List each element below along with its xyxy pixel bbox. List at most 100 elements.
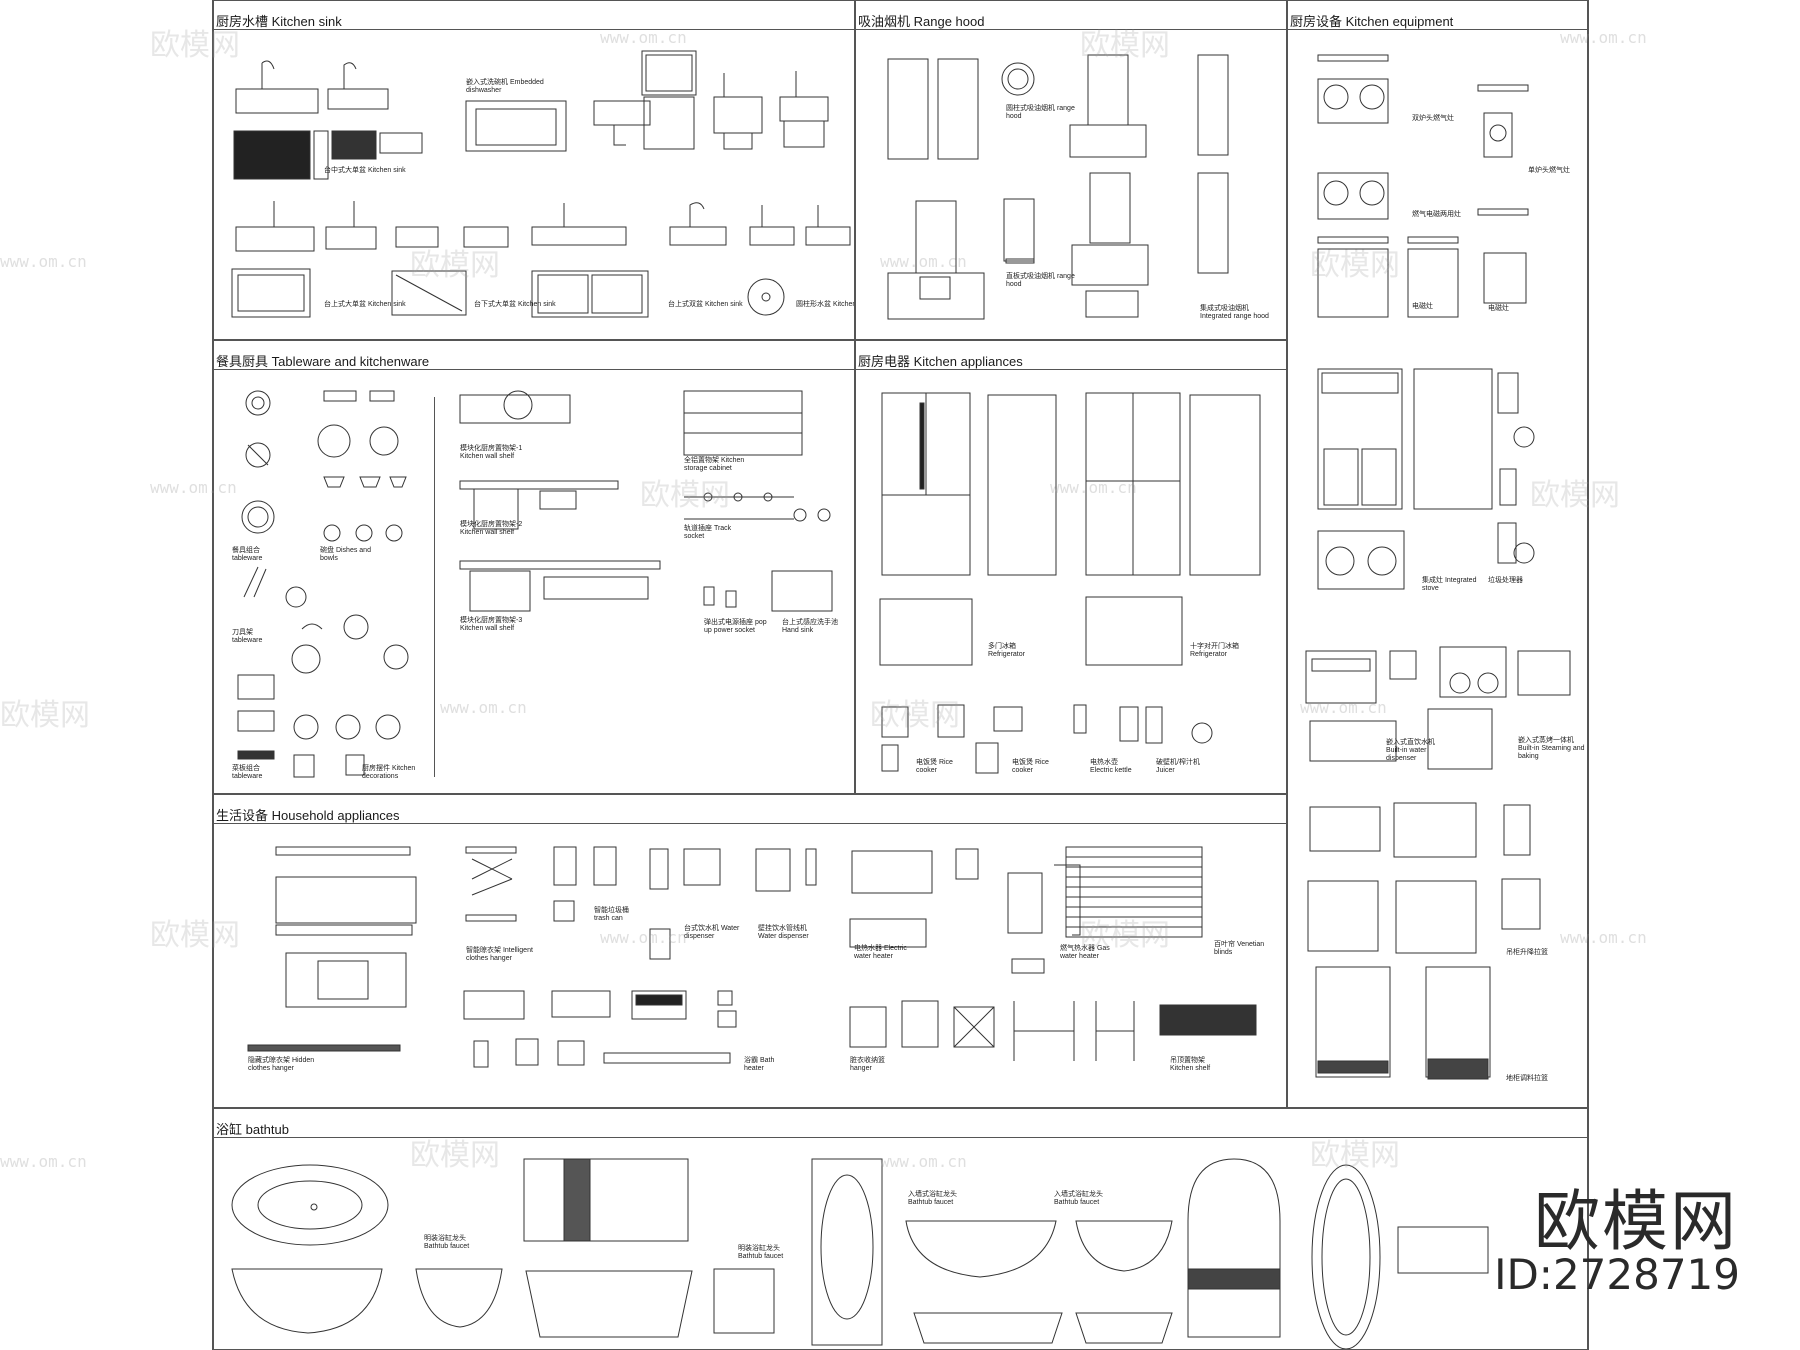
label: 吊柜升降拉篮 (1506, 949, 1548, 956)
label: 多门冰箱 Refrigerator (988, 643, 1025, 658)
label: 台上式感应洗手池 Hand sink (782, 619, 838, 634)
label: 轨道插座 Track socket (684, 525, 732, 540)
label: 刀具架 tableware (232, 629, 263, 644)
watermark-tile: 欧模网 (410, 1138, 500, 1173)
label: 台上式双盆 Kitchen sink (668, 301, 743, 308)
kitchen-appliances-drawings (879, 392, 1261, 774)
label: 入墙式浴缸龙头 Bathtub faucet (1054, 1191, 1103, 1206)
label: 模块化厨房置物架-1 Kitchen wall shelf (460, 445, 523, 460)
watermark-logo: 欧模网 (1534, 1183, 1738, 1260)
panel-title: 餐具厨具 Tableware and kitchenware (216, 354, 430, 369)
watermark-tile: 欧模网 (1310, 1138, 1400, 1173)
watermark-tile: 欧模网 (1530, 478, 1620, 513)
watermark-url: www.om.cn (440, 698, 527, 717)
kitchen-sink-drawings (231, 50, 851, 318)
panel-household-appliances: 生活设备 Household appliances 智 (213, 794, 1287, 1108)
label: 碗盘 Dishes and bowls (320, 547, 371, 562)
watermark-tile: 欧模网 (870, 698, 960, 733)
label: 电磁灶 (1488, 305, 1509, 312)
label: 双炉头燃气灶 (1412, 115, 1454, 122)
label: 台上式大单盆 Kitchen sink (324, 301, 406, 308)
label: 电热水壶 Electric kettle (1090, 759, 1132, 774)
label: 集成式吸油烟机 Integrated range hood (1200, 305, 1269, 320)
label: 直板式吸油烟机 range hood (1006, 273, 1075, 288)
watermark-tile: 欧模网 (150, 28, 240, 63)
watermark-tile: 欧模网 (150, 918, 240, 953)
label: 单炉头燃气灶 (1528, 167, 1570, 174)
label: 入墙式浴缸龙头 Bathtub faucet (908, 1191, 957, 1206)
watermark-url: www.om.cn (0, 252, 87, 271)
label: 明装浴缸龙头 Bathtub faucet (424, 1235, 470, 1250)
panel-title: 厨房设备 Kitchen equipment (1290, 14, 1454, 29)
label: 嵌入式蒸烤一体机 Built-in Steaming and baking (1518, 737, 1585, 760)
label: 隐藏式晾衣架 Hidden clothes hanger (248, 1057, 315, 1072)
tableware-drawings (237, 390, 833, 778)
watermark-tile: 欧模网 (1080, 918, 1170, 953)
label: 模块化厨房置物架-2 Kitchen wall shelf (460, 521, 523, 536)
watermark-url: www.om.cn (600, 28, 687, 47)
watermark-url: www.om.cn (1050, 478, 1137, 497)
label: 浴霸 Bath heater (744, 1057, 775, 1072)
label: 模块化厨房置物架-3 Kitchen wall shelf (460, 617, 523, 632)
panel-range-hood: 吸油烟机 Range hood 圆柱式吸油烟机 range hood 直板式吸油… (855, 0, 1287, 340)
panel-title: 厨房水槽 Kitchen sink (216, 14, 342, 29)
label: 台下式大单盆 Kitchen sink (474, 301, 556, 308)
label: 智能晾衣架 Intelligent clothes hanger (466, 947, 533, 962)
label: 电磁灶 (1412, 303, 1433, 310)
watermark-url: www.om.cn (880, 1152, 967, 1171)
label: 嵌入式直饮水机 Built-in water dispenser (1386, 739, 1435, 762)
label: 餐具组合 tableware (232, 547, 263, 562)
label: 燃气电磁两用灶 (1412, 211, 1461, 218)
watermark-url: www.om.cn (1300, 698, 1387, 717)
panel-kitchen-equipment: 厨房设备 Kitchen equipment (1287, 0, 1589, 1108)
watermark-url: www.om.cn (600, 928, 687, 947)
label: 地柜调料拉篮 (1506, 1075, 1548, 1082)
label: 破壁机/榨汁机 Juicer (1156, 759, 1200, 774)
watermark-tile: 欧模网 (1080, 28, 1170, 63)
label: 明装浴缸龙头 Bathtub faucet (738, 1245, 784, 1260)
watermark-tile: 欧模网 (1310, 248, 1400, 283)
label: 集成灶 Integrated stove (1422, 577, 1477, 592)
label: 壁挂饮水管线机 Water dispenser (758, 925, 809, 940)
drawing-sheet: 厨房水槽 Kitchen sink 嵌入式洗碗机 Embedded dishwa… (212, 0, 1589, 1350)
label: 燃气热水器 Gas water heater (1060, 945, 1110, 960)
label: 吊顶置物架 Kitchen shelf (1170, 1057, 1211, 1072)
label: 台式饮水机 Water dispenser (684, 925, 740, 940)
panel-title: 生活设备 Household appliances (216, 808, 400, 823)
label: 弹出式电源插座 pop up power socket (704, 619, 767, 634)
label: 脏衣收纳篮 hanger (850, 1057, 885, 1072)
watermark-tile: 欧模网 (0, 698, 90, 733)
watermark-url: www.om.cn (0, 1152, 87, 1171)
watermark-url: www.om.cn (1560, 28, 1647, 47)
watermark-url: www.om.cn (1560, 928, 1647, 947)
label: 台中式大单盆 Kitchen sink (324, 167, 406, 174)
kitchen-equipment-drawings (1305, 54, 1571, 1080)
watermark-tile: 欧模网 (640, 478, 730, 513)
label: 垃圾处理器 (1488, 577, 1523, 584)
panel-kitchen-appliances: 厨房电器 Kitchen appliances 多门冰箱 Refrigerato… (855, 340, 1287, 794)
label: 全铝置物架 Kitchen storage cabinet (684, 457, 745, 472)
label: 电热水器 Electric water heater (854, 945, 907, 960)
label: 十字对开门冰箱 Refrigerator (1190, 643, 1239, 658)
bathtub-drawings (231, 1158, 1489, 1349)
label: 电饭煲 Rice cooker (916, 759, 953, 774)
panel-title: 浴缸 bathtub (216, 1122, 289, 1137)
watermark-url: www.om.cn (880, 252, 967, 271)
label: 百叶帘 Venetian blinds (1214, 941, 1265, 956)
label: 菜板组合 tableware (232, 765, 263, 780)
panel-title: 厨房电器 Kitchen appliances (858, 354, 1023, 369)
label: 厨房摆件 Kitchen decorations (362, 765, 416, 780)
panel-kitchen-sink: 厨房水槽 Kitchen sink 嵌入式洗碗机 Embedded dishwa… (213, 0, 855, 340)
label: 圆柱形水盆 Kitchen sink (796, 301, 855, 308)
label: 嵌入式洗碗机 Embedded dishwasher (466, 79, 544, 94)
panel-tableware: 餐具厨具 Tableware and kitchenware (213, 340, 855, 794)
household-drawings (247, 846, 1257, 1068)
watermark-tile: 欧模网 (410, 248, 500, 283)
label: 智能垃圾桶 trash can (594, 907, 629, 922)
watermark-id: ID:2728719 (1494, 1250, 1740, 1299)
watermark-url: www.om.cn (150, 478, 237, 497)
label: 电饭煲 Rice cooker (1012, 759, 1049, 774)
label: 圆柱式吸油烟机 range hood (1006, 105, 1075, 120)
panel-title: 吸油烟机 Range hood (858, 14, 985, 29)
range-hood-drawings (887, 54, 1229, 320)
